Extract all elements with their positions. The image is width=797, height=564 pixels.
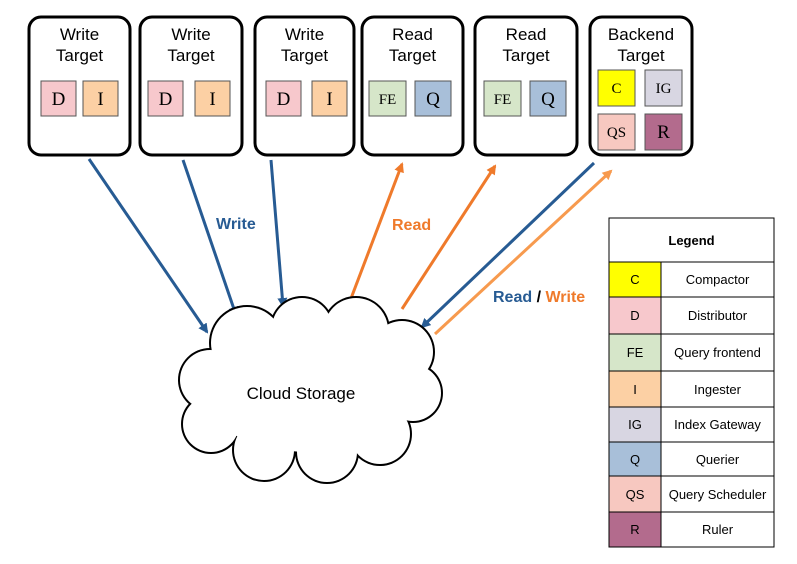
- legend-abbr: C: [630, 272, 639, 287]
- legend-swatch-distributor: [608, 296, 662, 335]
- querier-box: [529, 80, 567, 117]
- legend-name: Distributor: [688, 308, 748, 323]
- distributor-label: D: [277, 89, 291, 110]
- query-frontend-label: FE: [379, 92, 397, 108]
- legend-name: Ingester: [694, 382, 742, 397]
- ingester-label: I: [326, 89, 332, 110]
- backend-write-arrow: [433, 169, 613, 336]
- ingester-label: I: [209, 89, 215, 110]
- distributor-box: [147, 80, 184, 117]
- target-title-line1: Write: [171, 25, 210, 44]
- compactor-box: [597, 69, 636, 107]
- index-gateway-label: IG: [656, 81, 672, 97]
- read-target-2: Read Target FE Q: [473, 15, 579, 157]
- legend: Legend C Compactor D Distributor FE Quer…: [608, 217, 775, 548]
- query-frontend-box: [368, 80, 407, 117]
- distributor-box: [265, 80, 302, 117]
- target-title-line1: Write: [60, 25, 99, 44]
- cloud-storage: Cloud Storage: [178, 296, 443, 484]
- legend-abbr: Q: [630, 452, 640, 467]
- read-label: Read: [392, 217, 431, 234]
- write-target-1: Write Target D I: [27, 15, 132, 157]
- target-title-line2: Target: [502, 46, 550, 65]
- query-scheduler-box: [597, 113, 636, 151]
- querier-label: Q: [426, 89, 440, 110]
- write-label: Write: [216, 216, 256, 233]
- querier-label: Q: [541, 89, 555, 110]
- legend-abbr: D: [630, 308, 639, 323]
- legend-name: Querier: [696, 452, 740, 467]
- ingester-label: I: [97, 89, 103, 110]
- cloud-storage-label: Cloud Storage: [247, 384, 356, 403]
- query-frontend-label: FE: [494, 92, 512, 108]
- query-frontend-box: [483, 80, 522, 117]
- read-arrow-2: [400, 164, 497, 310]
- write-target-3: Write Target D I: [253, 15, 356, 157]
- write-part: Write: [545, 289, 585, 306]
- legend-swatch-compactor: [608, 261, 662, 298]
- legend-name: Ruler: [702, 522, 734, 537]
- target-title-line2: Target: [56, 46, 104, 65]
- write-arrow-1: [87, 158, 209, 334]
- legend-abbr: QS: [626, 487, 645, 502]
- legend-name: Query Scheduler: [669, 487, 767, 502]
- legend-abbr: I: [633, 382, 637, 397]
- distributor-box: [40, 80, 77, 117]
- target-title-line1: Read: [506, 25, 547, 44]
- ruler-label: R: [657, 122, 670, 143]
- ingester-box: [82, 80, 119, 117]
- write-target-2: Write Target D I: [138, 15, 244, 157]
- write-arrow-3: [269, 159, 288, 308]
- backend-target: Backend Target C IG QS R: [588, 15, 694, 157]
- target-title-line2: Target: [389, 46, 437, 65]
- ruler-box: [644, 113, 683, 151]
- querier-box: [414, 80, 452, 117]
- target-title-line1: Write: [285, 25, 324, 44]
- read-arrow-1: [345, 162, 404, 310]
- legend-title: Legend: [668, 233, 714, 248]
- target-title-line2: Target: [617, 46, 665, 65]
- read-part: Read: [493, 289, 532, 306]
- index-gateway-box: [644, 69, 683, 107]
- slash-part: /: [532, 289, 545, 306]
- read-target-1: Read Target FE Q: [360, 15, 465, 157]
- arrows: [87, 158, 613, 336]
- compactor-label: C: [611, 81, 621, 97]
- target-title-line2: Target: [281, 46, 329, 65]
- target-title-line2: Target: [167, 46, 215, 65]
- backend-read-arrow: [420, 161, 596, 329]
- target-title-line1: Read: [392, 25, 433, 44]
- legend-abbr: IG: [628, 417, 642, 432]
- distributor-label: D: [159, 89, 173, 110]
- ingester-box: [194, 80, 231, 117]
- legend-name: Query frontend: [674, 345, 761, 360]
- query-scheduler-label: QS: [607, 125, 626, 141]
- write-arrow-2: [181, 159, 239, 317]
- read-write-label: Read / Write: [493, 289, 585, 306]
- legend-abbr: FE: [627, 345, 644, 360]
- legend-abbr: R: [630, 522, 639, 537]
- legend-name: Index Gateway: [674, 417, 761, 432]
- distributor-label: D: [52, 89, 66, 110]
- legend-name: Compactor: [686, 272, 750, 287]
- ingester-box: [311, 80, 348, 117]
- target-title-line1: Backend: [608, 25, 674, 44]
